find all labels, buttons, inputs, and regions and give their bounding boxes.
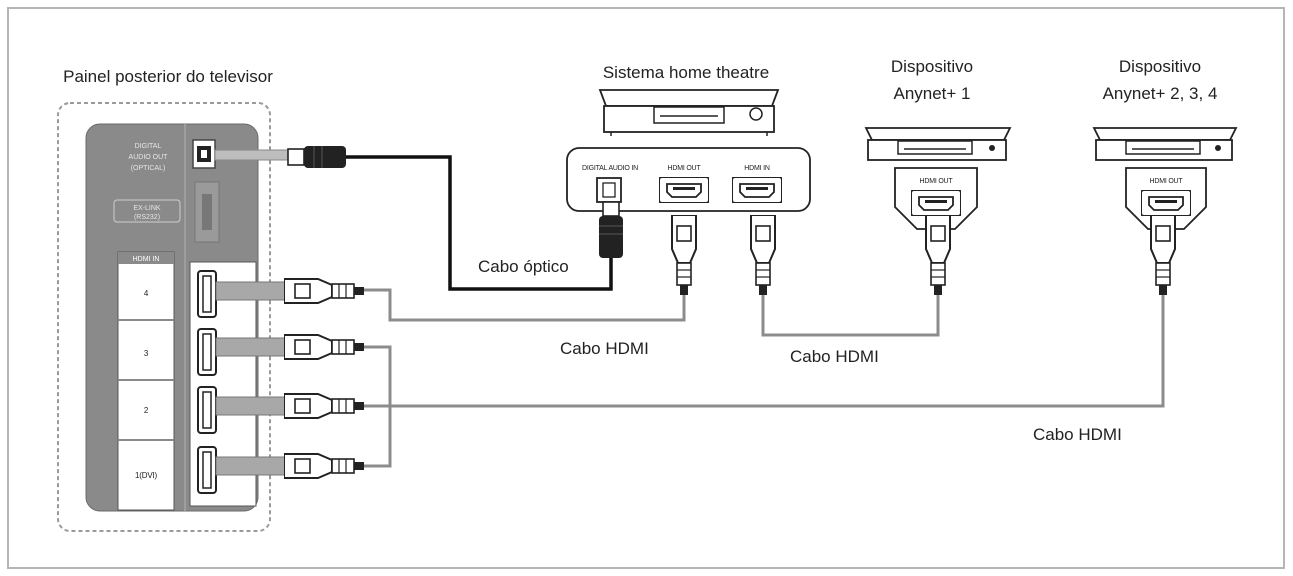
anynet1-hdmi-port: [911, 190, 961, 216]
anynet1-device: [864, 127, 1012, 161]
hdmi-cable-tv4-to-ht-out: [360, 288, 686, 322]
optical-plug-ht: [599, 201, 623, 258]
optical-cable: [345, 155, 613, 291]
hdmi-slot-2: 2: [144, 406, 149, 415]
hdmi-in-header: HDMI IN: [133, 256, 160, 263]
tv-panel-outline: [57, 102, 271, 532]
svg-text:EX-LINK: EX-LINK: [133, 205, 161, 212]
hdmi-cable-tv2-to-anynet234: [360, 290, 1165, 408]
tv-hdmi-port-4: [197, 270, 217, 318]
anynet234-label-line1: Dispositivo: [1119, 57, 1201, 76]
svg-text:(RS232): (RS232): [134, 214, 160, 221]
anynet1-hdmi-out-label: HDMI OUT: [919, 178, 953, 185]
svg-text:(OPTICAL): (OPTICAL): [131, 165, 166, 172]
tv-hdmi-port-2: [197, 386, 217, 434]
hdmi-cable-label-1: Cabo HDMI: [560, 339, 649, 358]
ht-optical-port: [596, 177, 622, 203]
ht-hdmi-out-port: [659, 177, 709, 203]
svg-text:DIGITAL: DIGITAL: [135, 143, 162, 150]
hdmi-slot-3: 3: [144, 349, 149, 358]
anynet1-label-line2: Anynet+ 1: [893, 84, 970, 103]
optical-plug-tv: [287, 146, 346, 168]
ht-hdmi-out-label: HDMI OUT: [667, 165, 701, 172]
home-theatre-device: [598, 89, 780, 136]
hdmi-cable-ht-in-to-anynet1: [761, 290, 940, 337]
anynet234-device: [1092, 127, 1238, 161]
ht-digital-audio-in-label: DIGITAL AUDIO IN: [582, 165, 638, 172]
svg-text:AUDIO OUT: AUDIO OUT: [129, 154, 169, 161]
hdmi-slot-4: 4: [144, 289, 149, 298]
optical-cable-label: Cabo óptico: [478, 257, 569, 276]
tv-hdmi-port-1dvi: [197, 446, 217, 494]
hdmi-slot-1dvi: 1(DVI): [135, 471, 157, 480]
anynet234-hdmi-out-label: HDMI OUT: [1149, 178, 1183, 185]
home-theatre-label: Sistema home theatre: [603, 63, 769, 82]
tv-panel-label: Painel posterior do televisor: [63, 67, 273, 86]
ht-hdmi-in-port: [732, 177, 782, 203]
anynet1-label-line1: Dispositivo: [891, 57, 973, 76]
ht-hdmi-in-label: HDMI IN: [744, 165, 770, 172]
anynet234-hdmi-port: [1141, 190, 1191, 216]
hdmi-cable-label-2: Cabo HDMI: [790, 347, 879, 366]
ex-link-label: EX-LINK (RS232): [113, 199, 181, 223]
anynet234-label-line2: Anynet+ 2, 3, 4: [1103, 84, 1218, 103]
digital-audio-out-label: DIGITAL AUDIO OUT (OPTICAL): [129, 143, 169, 172]
hdmi-in-header-bg: [118, 252, 174, 264]
tv-hdmi-port-3: [197, 328, 217, 376]
hdmi-cable-label-3: Cabo HDMI: [1033, 425, 1122, 444]
